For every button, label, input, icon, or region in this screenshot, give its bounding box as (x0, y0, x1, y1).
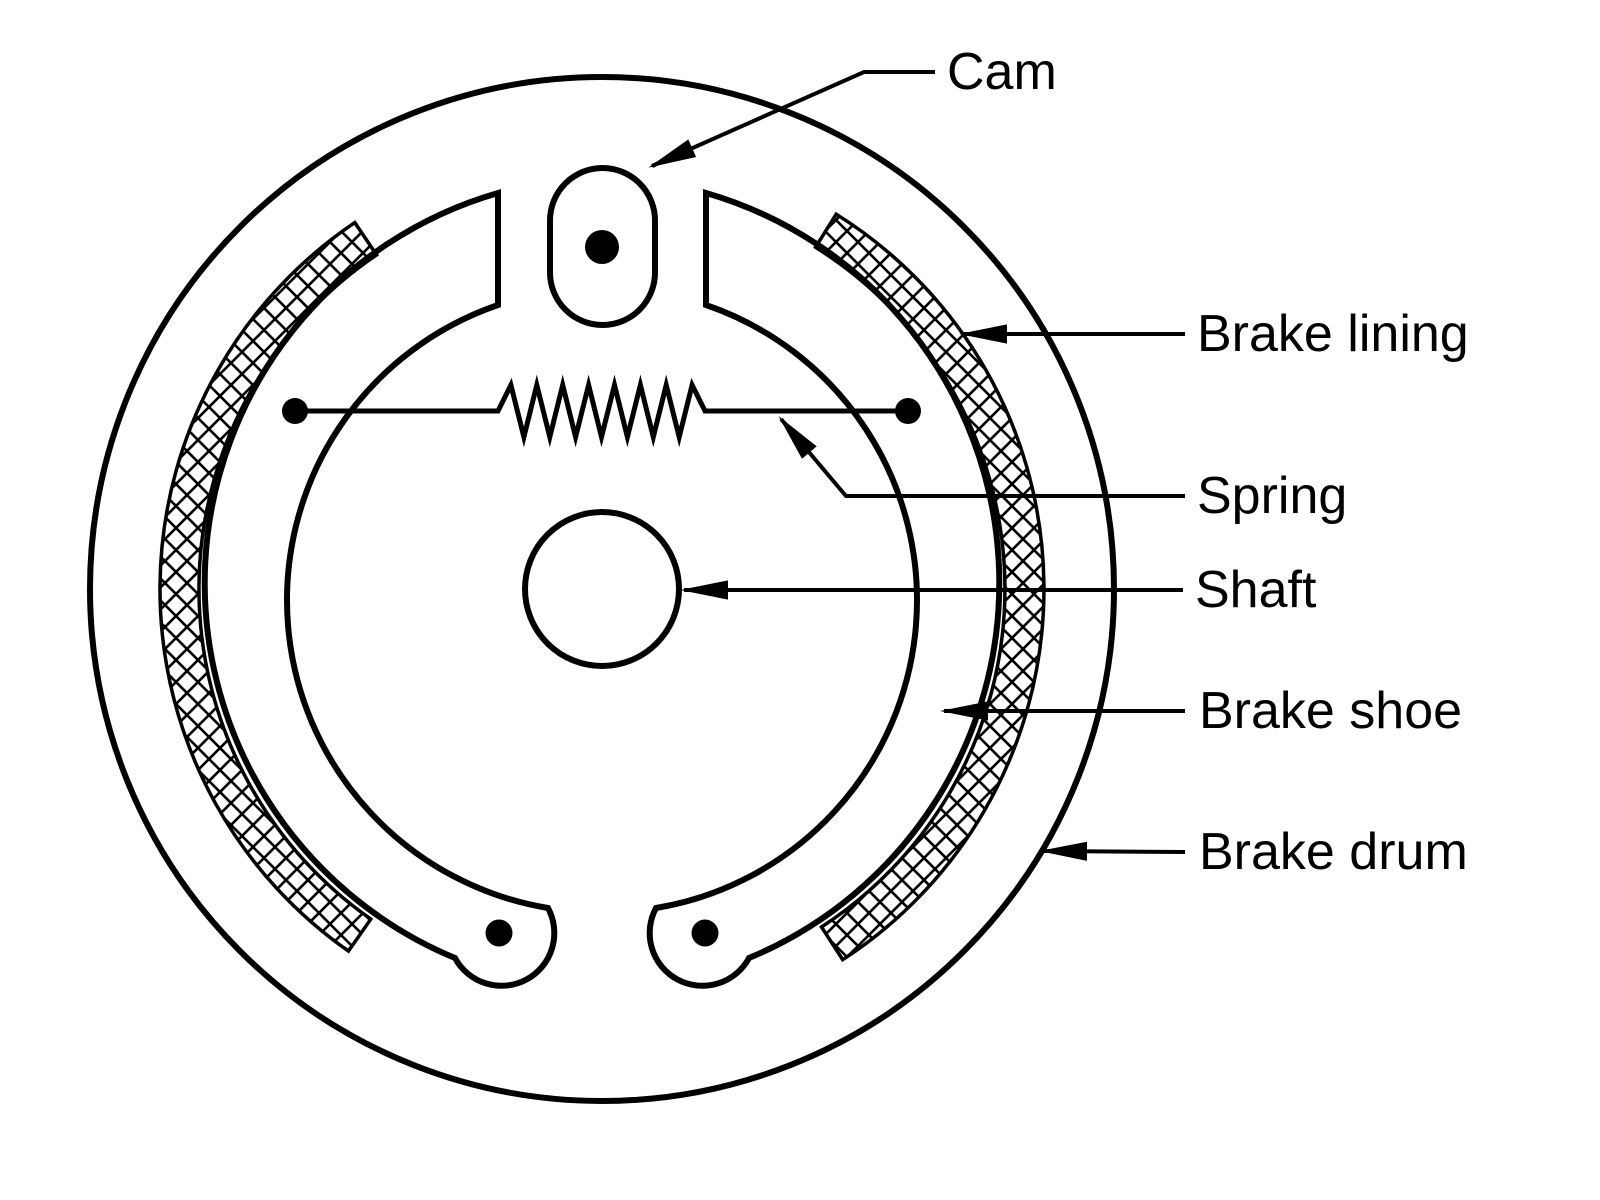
brake-drum-label: Brake drum (1199, 823, 1468, 881)
spring-label: Spring (1197, 467, 1347, 525)
brake-drum-leader-arrow (1039, 841, 1186, 861)
spring-right-pin-dot (895, 398, 921, 424)
left-brake-lining (158, 220, 380, 954)
spring-leader-arrow (778, 415, 1185, 498)
brake-lining-label: Brake lining (1197, 305, 1469, 363)
brake-shoe-label: Brake shoe (1199, 682, 1462, 740)
cam-leader-arrow (648, 70, 935, 168)
right-brake-lining (813, 211, 1046, 963)
right-anchor-pin-dot (691, 919, 719, 947)
spring-left-pin-dot (282, 398, 308, 424)
left-brake-shoe (201, 189, 558, 989)
left-anchor-pin-dot (485, 919, 513, 947)
right-brake-shoe (646, 189, 1003, 989)
shaft-label: Shaft (1195, 561, 1317, 619)
cam-pivot-dot (585, 230, 619, 264)
cam-label: Cam (947, 43, 1057, 101)
spring-zigzag (295, 374, 908, 448)
shaft-circle (522, 509, 682, 669)
